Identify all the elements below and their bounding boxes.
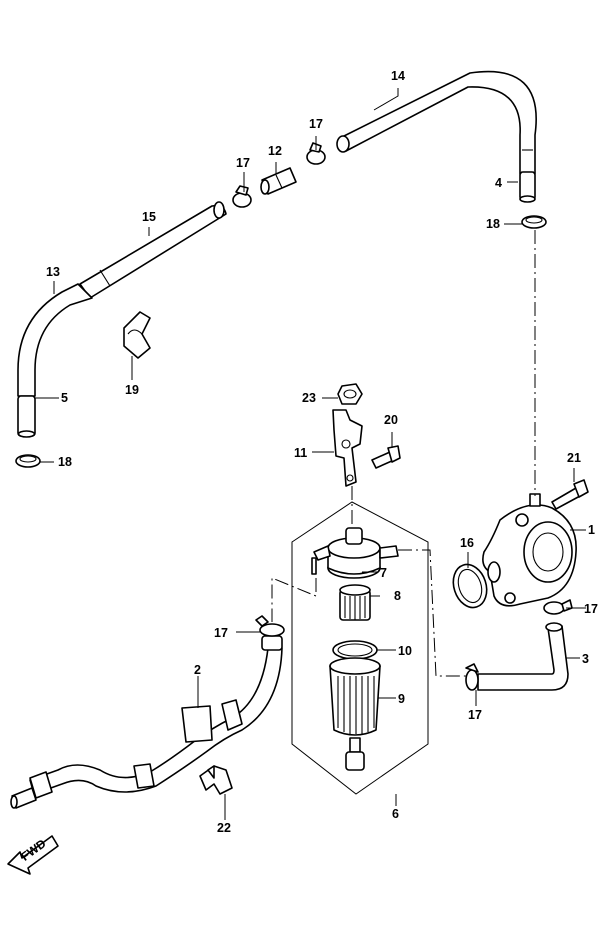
callout-21[interactable]: 21 xyxy=(567,451,581,465)
callout-14[interactable]: 14 xyxy=(391,69,405,83)
filter-assembly-6-outline xyxy=(291,501,429,795)
callout-5[interactable]: 5 xyxy=(61,391,68,405)
callout-7[interactable]: 7 xyxy=(380,566,387,580)
callout-17-bottom[interactable]: 17 xyxy=(468,708,482,722)
filter-element-8[interactable] xyxy=(339,584,371,621)
callout-17-top-right[interactable]: 17 xyxy=(309,117,323,131)
callout-6[interactable]: 6 xyxy=(392,807,399,821)
clip-17-pump[interactable] xyxy=(543,599,573,615)
callout-10[interactable]: 10 xyxy=(398,644,412,658)
bracket-11[interactable] xyxy=(332,409,363,487)
hose-13[interactable] xyxy=(17,283,93,397)
filter-head-7[interactable] xyxy=(311,527,399,579)
o-ring-10[interactable] xyxy=(332,640,378,660)
fwd-direction-arrow: FWD xyxy=(7,835,59,875)
callout-18-right[interactable]: 18 xyxy=(486,217,500,231)
callout-2[interactable]: 2 xyxy=(194,663,201,677)
filter-cup-9[interactable] xyxy=(329,657,381,771)
clip-17-upper-left[interactable] xyxy=(232,185,252,208)
callout-17-mid-left[interactable]: 17 xyxy=(214,626,228,640)
callout-1[interactable]: 1 xyxy=(588,523,595,537)
clip-18-right[interactable] xyxy=(521,215,547,229)
joint-12[interactable] xyxy=(260,167,297,195)
clip-17-hose2[interactable] xyxy=(255,615,285,637)
clip-18-left[interactable] xyxy=(15,454,41,468)
callout-19[interactable]: 19 xyxy=(125,383,139,397)
hose-15[interactable] xyxy=(79,201,227,299)
nut-23[interactable] xyxy=(337,383,363,405)
callout-17-top-left[interactable]: 17 xyxy=(236,156,250,170)
callout-17-pump[interactable]: 17 xyxy=(584,602,598,616)
callout-20[interactable]: 20 xyxy=(384,413,398,427)
bolt-20[interactable] xyxy=(371,445,401,469)
callout-9[interactable]: 9 xyxy=(398,692,405,706)
routing-line-filter-hose2 xyxy=(271,577,317,622)
callout-8[interactable]: 8 xyxy=(394,589,401,603)
o-ring-16[interactable] xyxy=(448,560,492,612)
routing-line-filter-pump xyxy=(398,549,466,677)
callout-23[interactable]: 23 xyxy=(302,391,316,405)
bolt-21[interactable] xyxy=(551,479,589,510)
callout-16[interactable]: 16 xyxy=(460,536,474,550)
callout-3[interactable]: 3 xyxy=(582,652,589,666)
callout-15[interactable]: 15 xyxy=(142,210,156,224)
callout-18-left[interactable]: 18 xyxy=(58,455,72,469)
hose-clip-19[interactable] xyxy=(123,311,151,359)
callout-13[interactable]: 13 xyxy=(46,265,60,279)
callout-11[interactable]: 11 xyxy=(294,446,307,460)
clip-17-hose3[interactable] xyxy=(465,663,479,691)
callout-22[interactable]: 22 xyxy=(217,821,231,835)
callout-numbers: 14 4 17 12 17 15 13 5 18 18 19 23 20 11 … xyxy=(46,69,598,835)
leader-lines xyxy=(35,88,586,820)
callout-4[interactable]: 4 xyxy=(495,176,502,190)
hose-2[interactable] xyxy=(10,635,283,809)
callout-12[interactable]: 12 xyxy=(268,144,282,158)
hose-3[interactable] xyxy=(477,622,569,691)
hose-clip-22[interactable] xyxy=(199,765,233,795)
hose-tip-4[interactable] xyxy=(519,171,536,203)
fuel-pump-1[interactable] xyxy=(482,493,577,607)
hose-tip-5[interactable] xyxy=(17,395,36,438)
hose-14[interactable] xyxy=(336,70,537,175)
